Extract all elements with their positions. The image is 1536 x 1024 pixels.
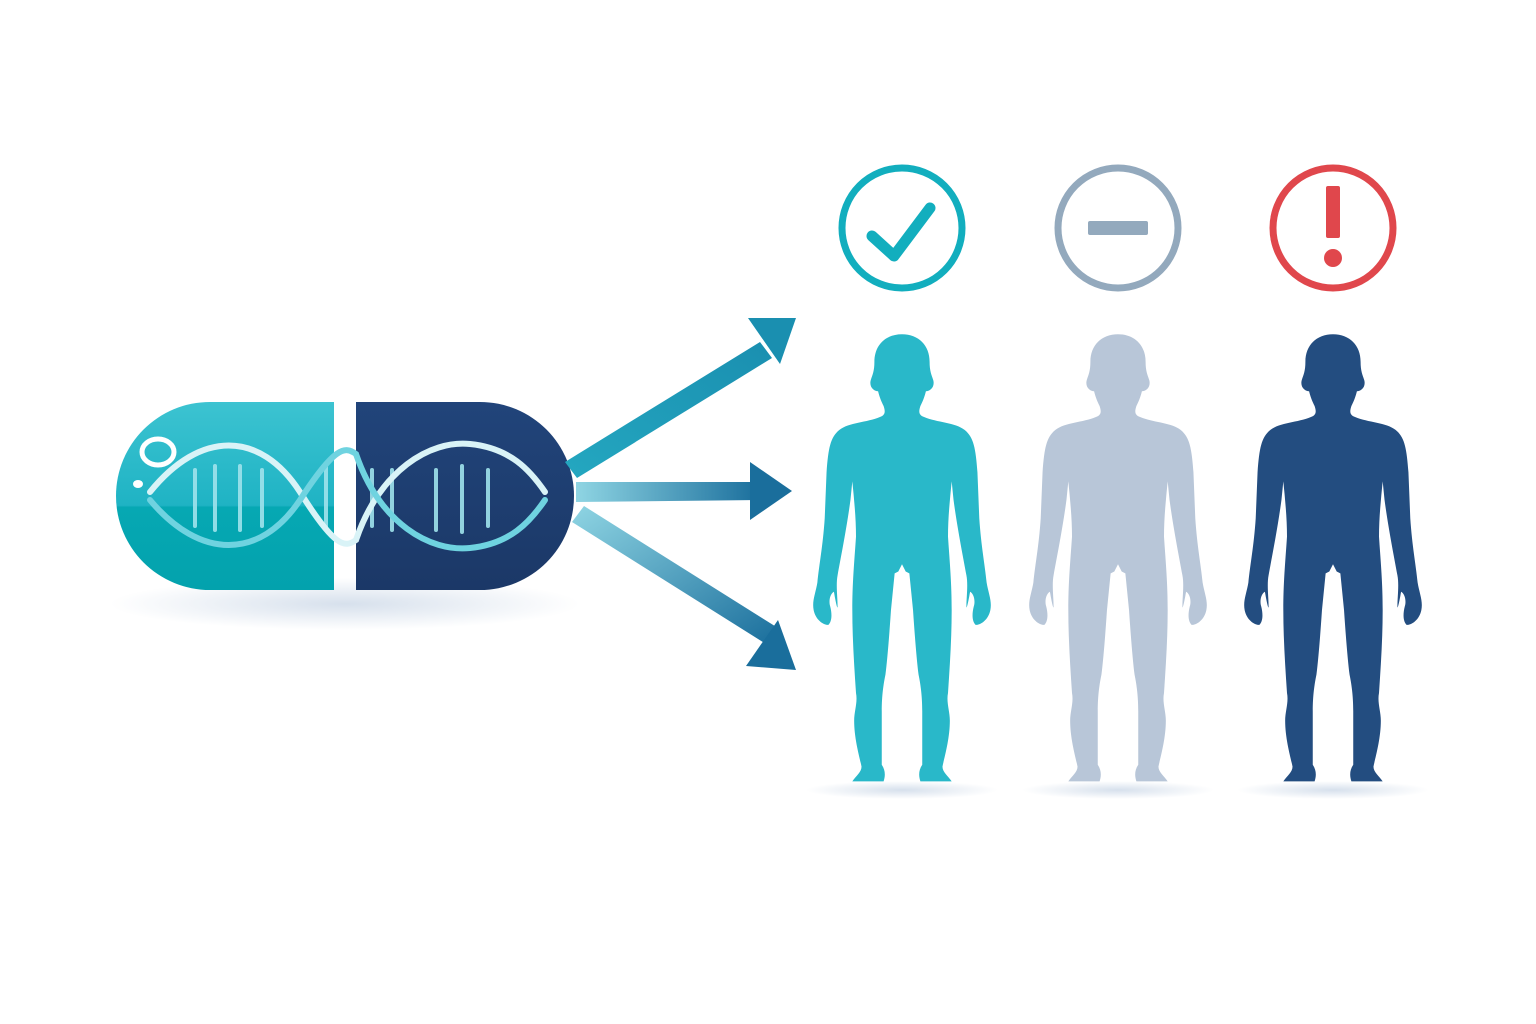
figure-shadow xyxy=(1237,781,1429,799)
arrow-down xyxy=(572,506,796,670)
figure-shadow xyxy=(806,781,998,799)
positive-response xyxy=(806,164,998,799)
adverse-response xyxy=(1237,164,1429,799)
response-arrows xyxy=(565,318,796,670)
capsule-shadow xyxy=(110,578,580,630)
capsule-right-half xyxy=(356,402,574,590)
figure-shadow xyxy=(1022,781,1214,799)
person-figure-icon xyxy=(813,334,991,782)
capsule-left-half xyxy=(116,402,334,590)
arrow-straight xyxy=(576,462,792,520)
no-response xyxy=(1022,164,1214,799)
arrow-up xyxy=(565,318,796,478)
patient-outcomes xyxy=(806,164,1429,799)
exclamation-circle-icon xyxy=(1269,164,1397,292)
capsule-highlight-small xyxy=(133,480,143,488)
dna-capsule xyxy=(110,402,580,630)
minus-circle-icon xyxy=(1054,164,1182,292)
check-circle-icon xyxy=(838,164,966,292)
person-figure-icon xyxy=(1029,334,1207,782)
dna-helix-icon xyxy=(147,440,548,552)
person-figure-icon xyxy=(1244,334,1422,782)
capsule-highlight xyxy=(139,436,177,468)
